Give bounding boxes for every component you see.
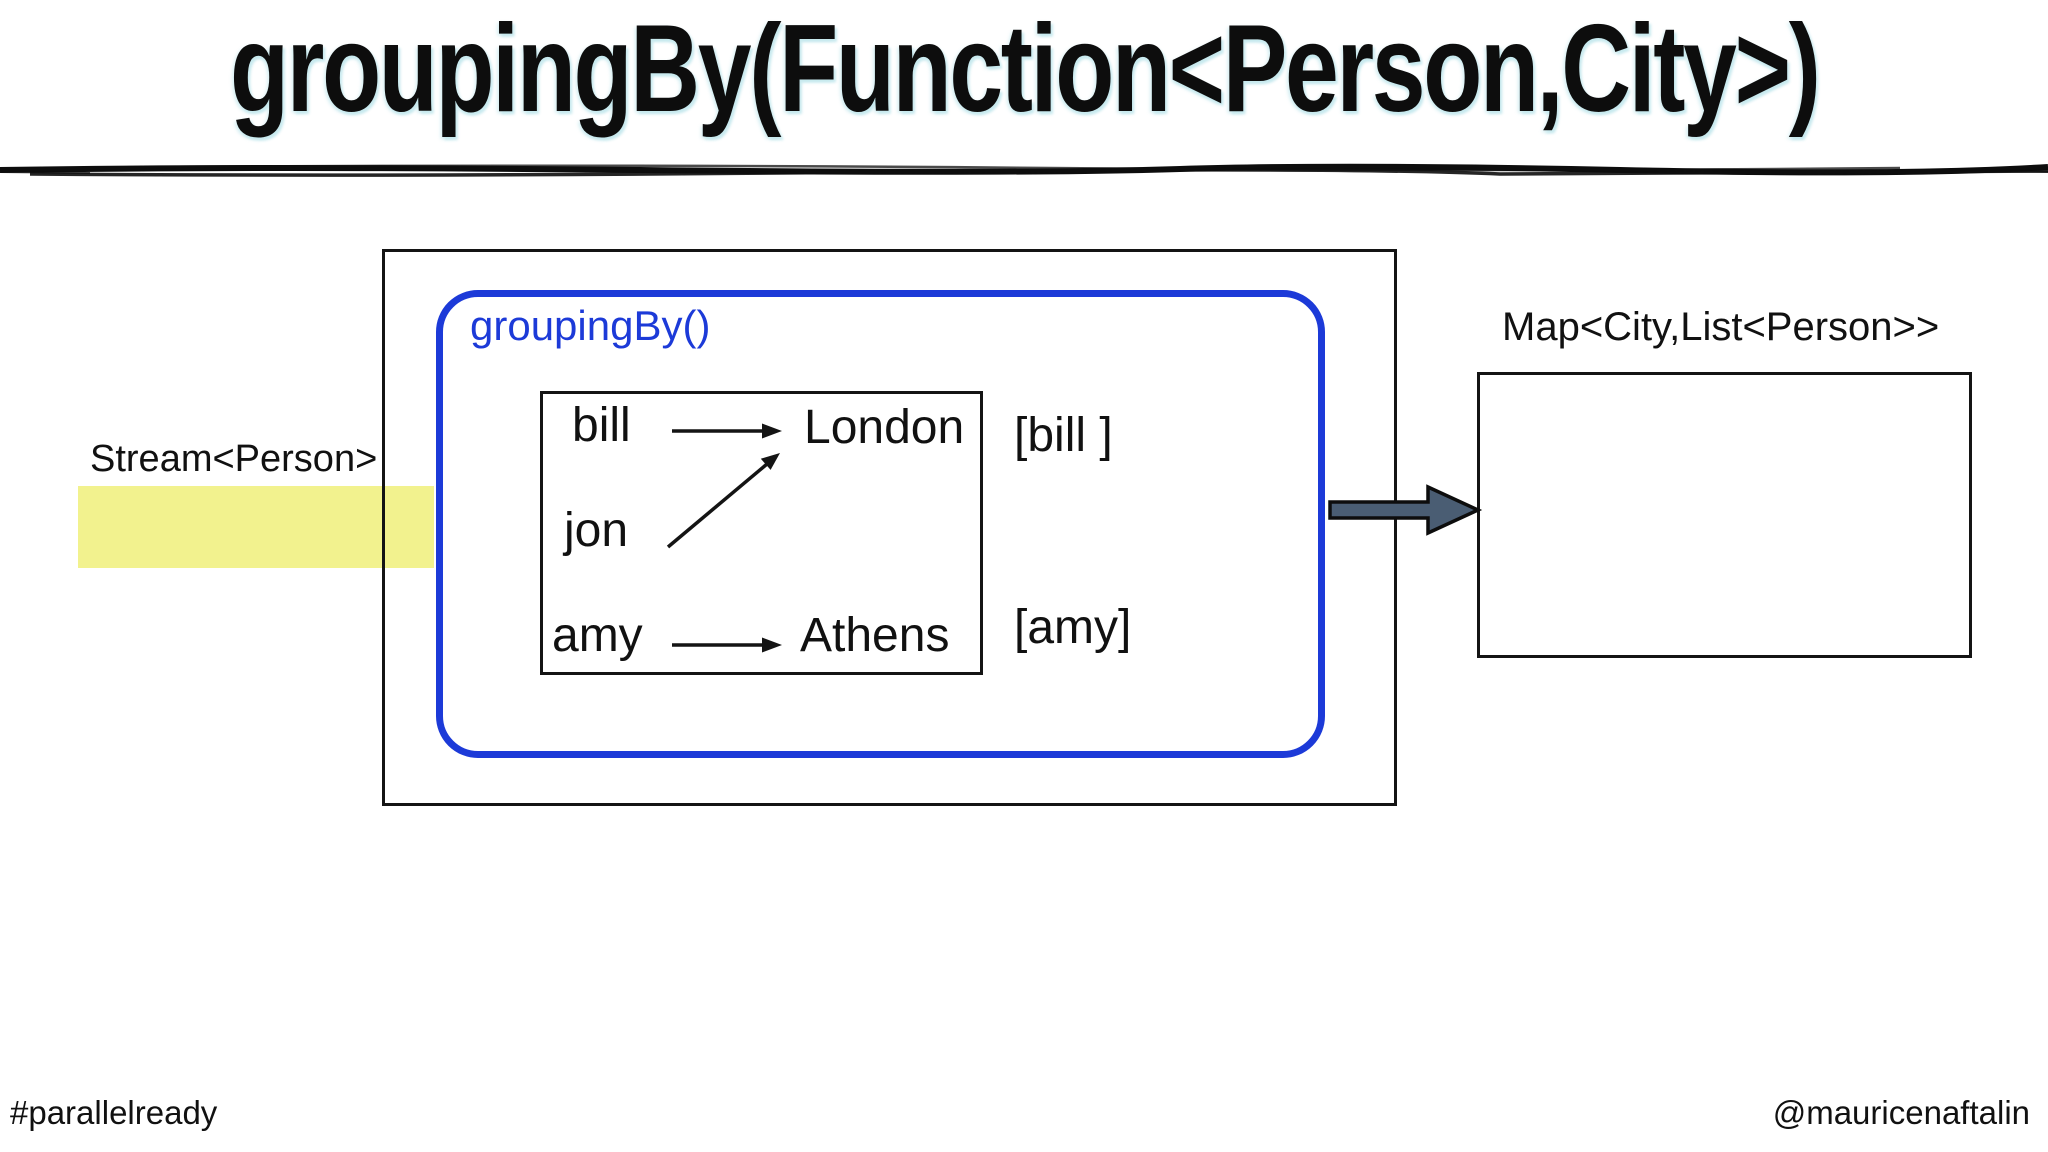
- slide-title-text: groupingBy(Function<Person,City>): [229, 0, 1821, 138]
- stream-type-label: Stream<Person>: [90, 438, 378, 480]
- footer-hashtag: #parallelready: [10, 1094, 218, 1131]
- divider-line: [0, 163, 2048, 177]
- map-type-label: Map<City,List<Person>>: [1502, 305, 1940, 349]
- slide-title: groupingBy(Function<Person,City>): [0, 4, 2048, 134]
- stream-highlight-bar: [78, 486, 434, 568]
- person-amy: amy: [552, 609, 643, 662]
- groupingby-label: groupingBy(): [470, 302, 711, 349]
- person-bill: bill: [572, 399, 631, 452]
- result-list-amy: [amy]: [1014, 601, 1132, 654]
- groupingby-box: [436, 290, 1325, 758]
- person-jon: jon: [564, 504, 629, 557]
- classifier-function-box: [540, 391, 983, 675]
- city-london: London: [804, 401, 965, 454]
- result-list-bill: [bill ]: [1014, 409, 1113, 462]
- result-map-box: [1477, 372, 1972, 658]
- footer-handle: @mauricenaftalin: [1772, 1094, 2030, 1131]
- city-athens: Athens: [800, 609, 950, 662]
